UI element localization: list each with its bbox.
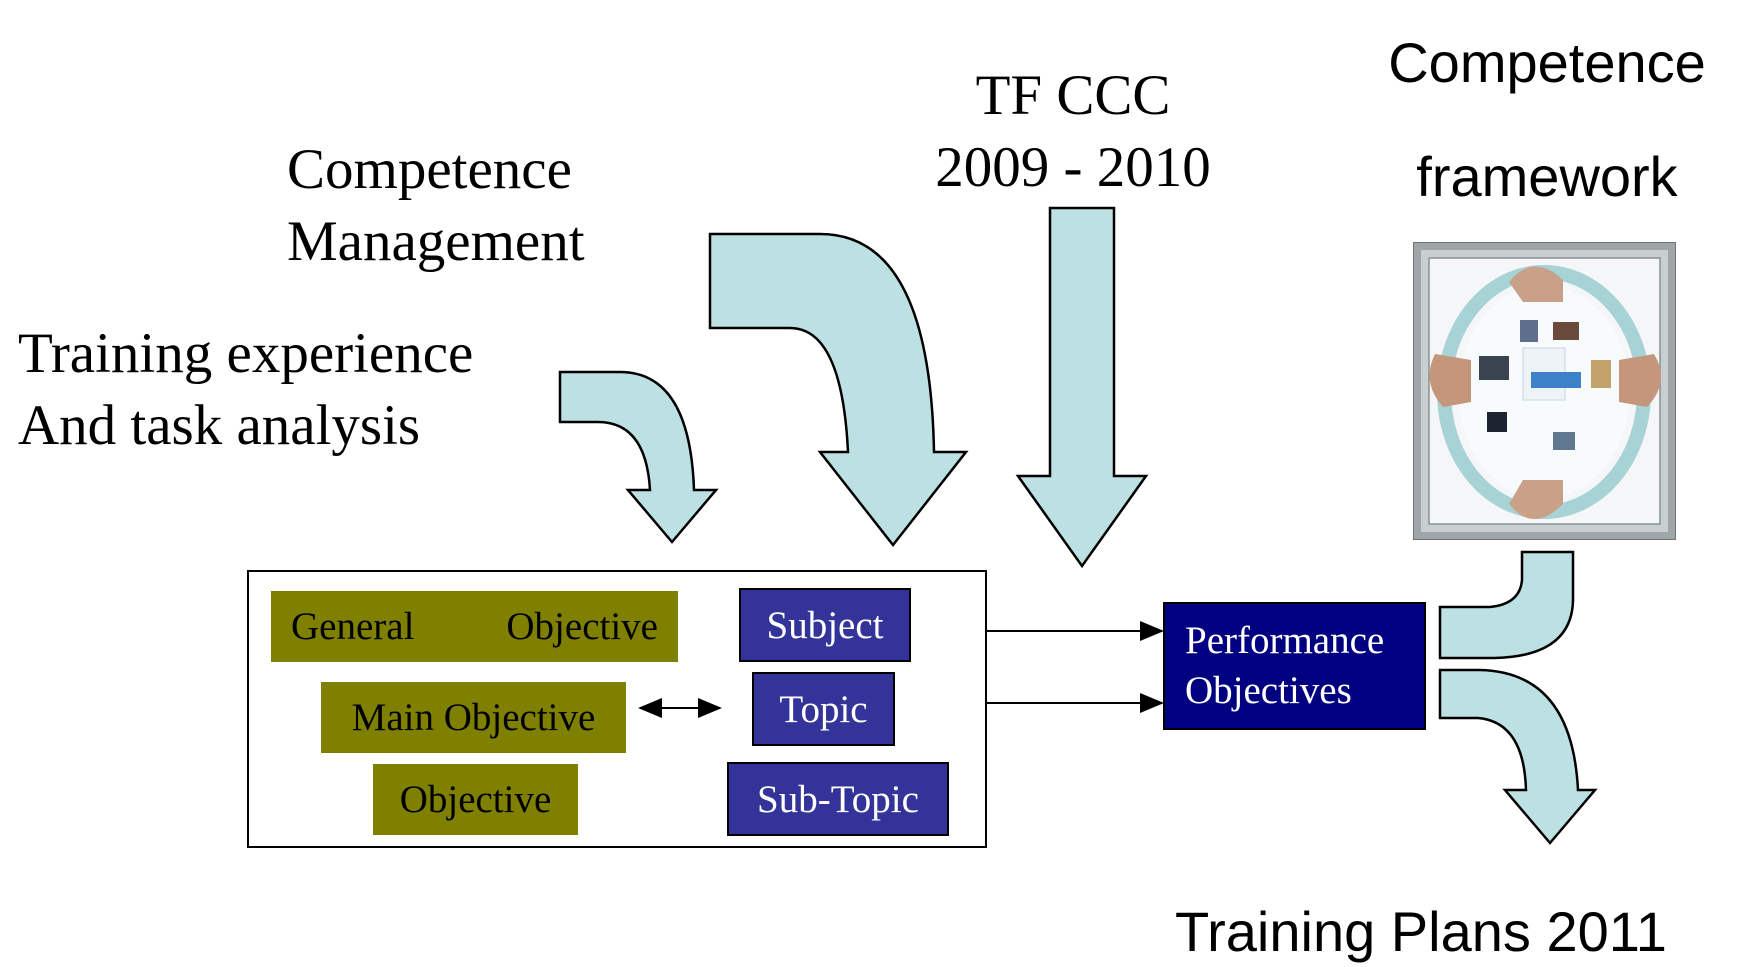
competence-framework-label: Competence framework <box>1362 6 1732 234</box>
objective-box: Objective <box>373 764 578 835</box>
main-objective-box: Main Objective <box>321 682 626 753</box>
training-experience-line2: And task analysis <box>18 394 421 457</box>
performance-objectives-line1: Performance <box>1185 619 1385 662</box>
general-objective-word1: General <box>291 605 415 648</box>
training-plans-label: Training Plans 2011 <box>1175 900 1667 963</box>
sub-topic-box: Sub-Topic <box>727 762 949 836</box>
performance-objectives-box: Performance Objectives <box>1163 602 1426 730</box>
subject-box: Subject <box>739 588 911 662</box>
general-objective-word2: Objective <box>506 605 658 648</box>
tf-ccc-line1: TF CCC <box>975 64 1171 127</box>
training-experience-label: Training experience And task analysis <box>18 318 473 462</box>
competence-management-label: Competence Management <box>287 134 585 278</box>
training-experience-line1: Training experience <box>18 322 474 385</box>
general-objective-box: General Objective <box>271 591 678 662</box>
competence-framework-line2: framework <box>1416 145 1678 208</box>
topic-box: Topic <box>752 672 895 746</box>
tf-ccc-line2: 2009 - 2010 <box>935 136 1211 199</box>
branch-arrow-upper <box>1438 550 1575 660</box>
competence-management-line2: Management <box>287 210 585 273</box>
curved-arrow-training <box>558 370 719 544</box>
picture-frame-icon <box>1413 242 1676 540</box>
competence-management-line1: Competence <box>287 138 572 201</box>
branch-arrow-lower <box>1438 668 1598 845</box>
performance-objectives-line2: Objectives <box>1185 669 1352 712</box>
tf-ccc-label: TF CCC 2009 - 2010 <box>918 60 1228 204</box>
straight-arrow-tfccc <box>1015 206 1149 569</box>
curved-arrow-competence <box>708 232 969 548</box>
competence-framework-line1: Competence <box>1388 31 1706 94</box>
